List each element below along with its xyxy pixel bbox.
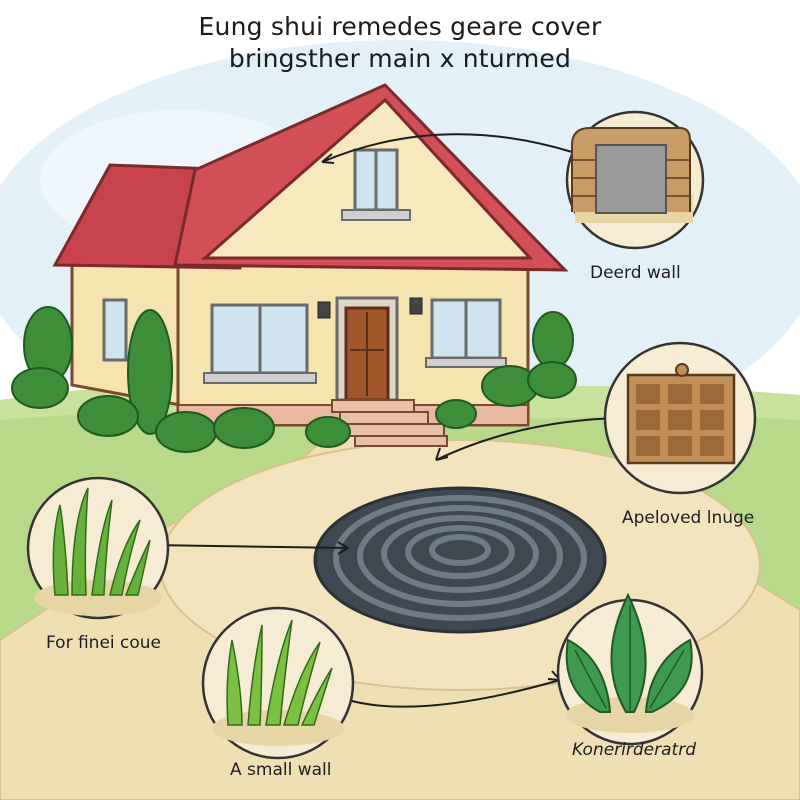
- grass-tuft-icon: [201, 606, 355, 760]
- title-line-1: Eung shui remedes geare cover: [198, 12, 602, 41]
- label-grass-bottom: A small wall: [230, 760, 332, 780]
- connector-lines: [149, 133, 623, 708]
- leaf-plant-icon: [556, 592, 704, 746]
- spiral-disc: [313, 486, 607, 634]
- title-line-2: bringsther main x nturmed: [228, 44, 572, 73]
- tall-grass-icon: [26, 476, 170, 620]
- label-grid-fence: Apeloved lnuge: [622, 508, 755, 528]
- label-leaves: Konerirderatrd: [572, 740, 696, 760]
- label-grass-left: For finei coue: [46, 633, 162, 653]
- shrubbery: [11, 306, 577, 453]
- wooden-grid-fence-icon: [603, 341, 757, 495]
- brick-archway-icon: [565, 110, 705, 250]
- label-wall-arch: Deerd wall: [590, 263, 681, 283]
- house: [52, 83, 569, 447]
